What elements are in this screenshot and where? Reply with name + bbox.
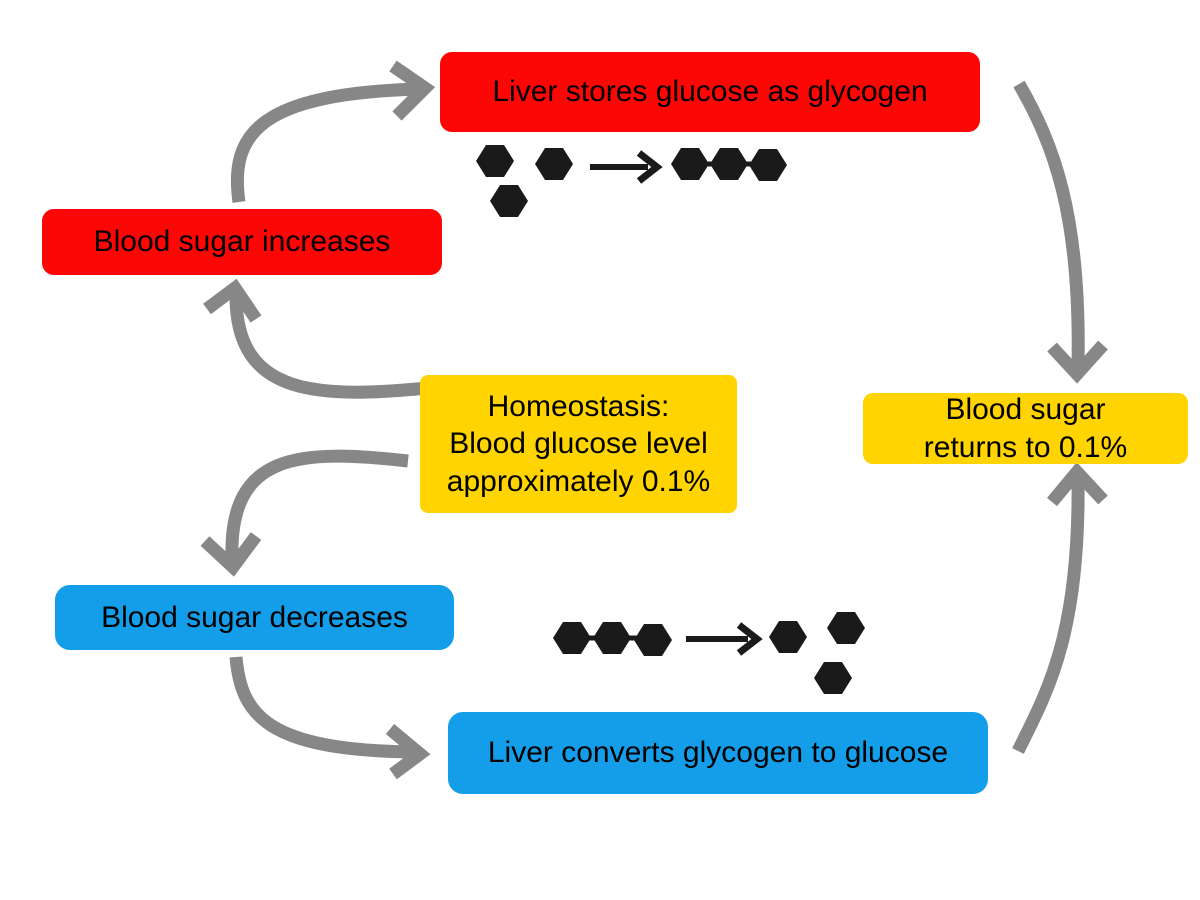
node-label: Liver converts glycogen to glucose — [487, 736, 949, 770]
arrowhead-up-icon — [1047, 462, 1108, 507]
arrowhead-up-icon — [203, 278, 262, 323]
node-label-line: Blood sugar — [945, 393, 1106, 426]
node-liver-stores-glucose: Liver stores glucose as glycogen — [440, 52, 980, 132]
feedback-arrow-decrease-to-liver-converts — [229, 656, 431, 780]
conversion-arrowhead-icon — [736, 622, 763, 656]
node-label: Blood sugar decreases — [101, 600, 408, 634]
node-label: Blood sugar increases — [93, 225, 391, 259]
glycogen-chain-icon — [553, 622, 672, 656]
node-label-line: returns to 0.1% — [923, 430, 1128, 464]
glycogen-to-glucose-icon — [553, 612, 865, 694]
node-label-line: approximately 0.1% — [446, 464, 711, 498]
node-label: Liver stores glucose as glycogen — [492, 75, 928, 109]
node-blood-sugar-decreases: Blood sugar decreases — [55, 585, 454, 650]
conversion-arrowhead-icon — [636, 150, 663, 184]
arrowhead-right-icon — [389, 60, 436, 121]
feedback-arrow-homeostasis-to-decrease — [200, 449, 409, 577]
node-blood-sugar-returns: Blood sugar returns to 0.1% — [863, 393, 1188, 464]
glucose-hexagon-icon — [476, 145, 514, 177]
arrowhead-down-icon — [200, 532, 262, 577]
arrowhead-down-icon — [1047, 340, 1108, 384]
node-blood-sugar-increases: Blood sugar increases — [42, 209, 442, 275]
glucose-hexagon-icon — [535, 148, 573, 180]
arrowhead-right-icon — [385, 724, 431, 780]
node-liver-converts-glycogen: Liver converts glycogen to glucose — [448, 712, 988, 794]
glucose-to-glycogen-icon — [476, 145, 787, 217]
node-homeostasis: Homeostasis: Blood glucose level approxi… — [420, 375, 737, 513]
feedback-arrow-liver-stores-to-returns — [1013, 80, 1108, 384]
glucose-hexagon-icon — [490, 185, 528, 217]
glucose-hexagon-icon — [827, 612, 865, 644]
feedback-arrow-homeostasis-to-increase — [203, 278, 438, 399]
node-label-line: Homeostasis: — [487, 389, 670, 423]
glucose-hexagon-icon — [814, 662, 852, 694]
feedback-arrow-increase-to-liver-stores — [230, 60, 436, 203]
glycogen-chain-icon — [671, 148, 787, 181]
glucose-hexagon-icon — [769, 621, 807, 653]
node-label-line: Blood glucose level — [449, 427, 708, 461]
feedback-arrow-liver-converts-to-returns — [1012, 462, 1108, 754]
